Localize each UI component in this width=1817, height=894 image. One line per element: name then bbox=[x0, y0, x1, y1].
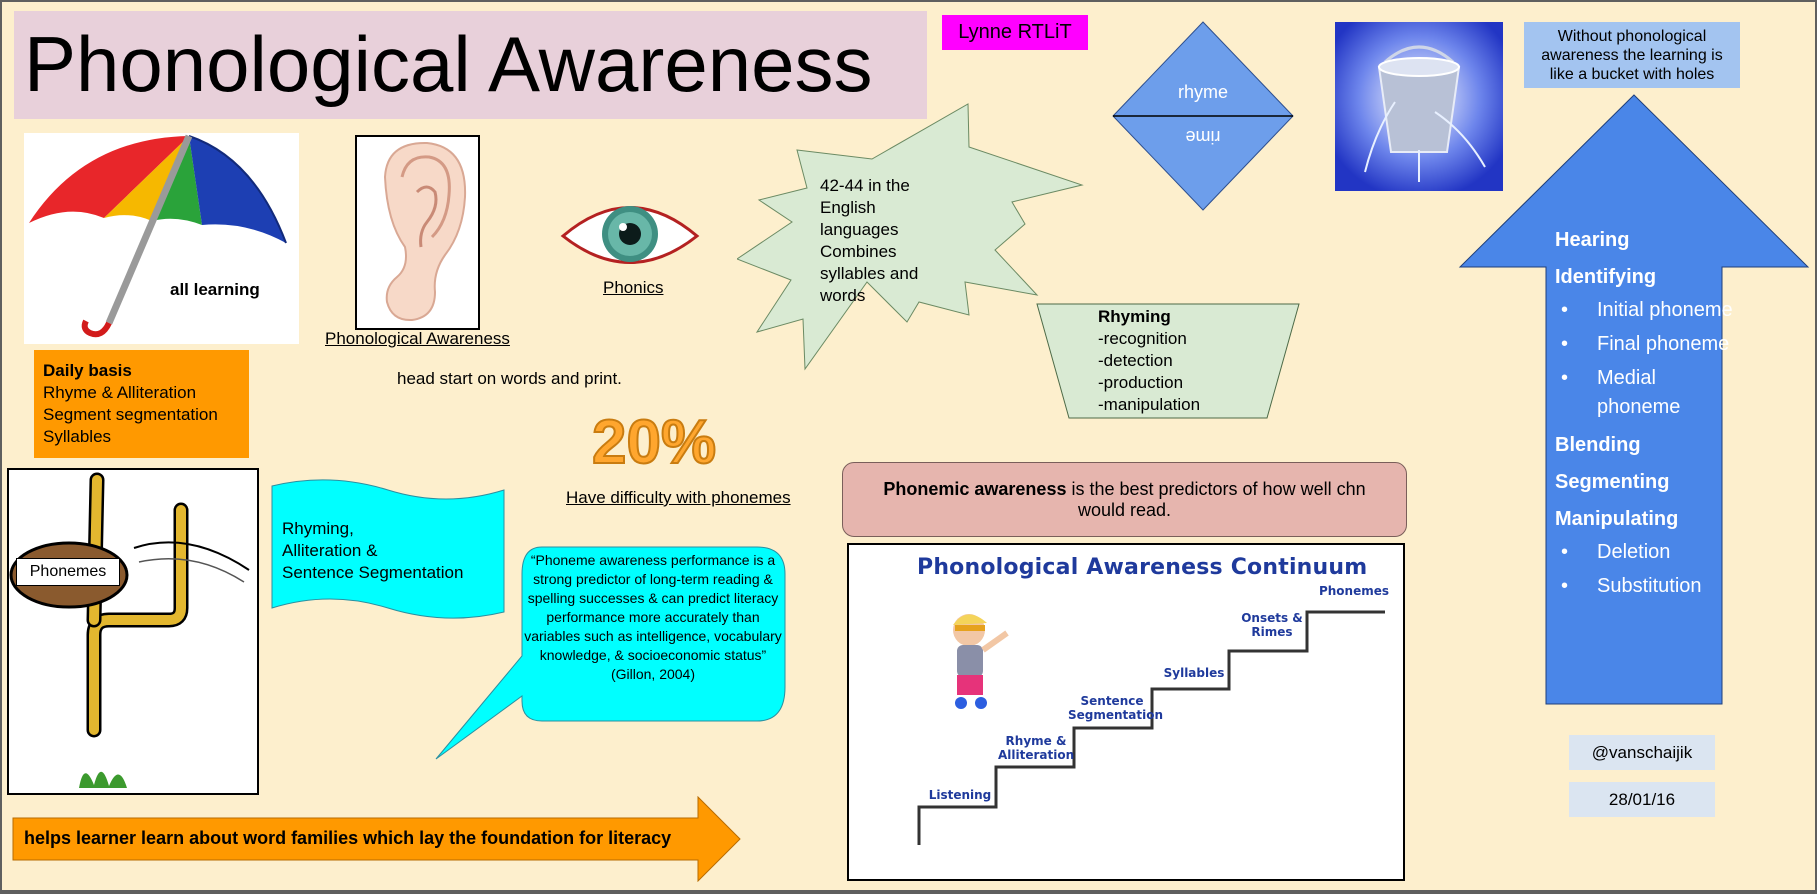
daily-basis-line: Rhyme & Alliteration bbox=[43, 383, 197, 402]
page-title: Phonological Awareness bbox=[24, 20, 873, 108]
star-line: words bbox=[820, 286, 866, 305]
rhyming-line: -detection bbox=[1098, 351, 1173, 370]
girl-figure-icon bbox=[953, 614, 1009, 709]
daily-basis-line: Segment segmentation bbox=[43, 405, 218, 424]
rhyming-trapezoid-shape bbox=[1036, 303, 1300, 419]
daily-basis-heading: Daily basis bbox=[43, 361, 132, 380]
wave-line: Alliteration & bbox=[282, 541, 378, 560]
list-item-label: Deletion bbox=[1597, 541, 1671, 563]
author-badge: Lynne RTLiT bbox=[942, 15, 1088, 50]
percentage-stat: 20% bbox=[591, 408, 717, 477]
list-item-label: Substitution bbox=[1597, 575, 1702, 597]
step-label-rhyme: Rhyme & Alliteration bbox=[998, 734, 1075, 762]
umbrella-icon bbox=[29, 134, 287, 338]
continuum-image bbox=[847, 543, 1405, 881]
bullet-icon: • bbox=[1561, 541, 1569, 563]
bucket-image bbox=[1335, 22, 1503, 191]
rhyme-top-text: rhyme bbox=[1177, 82, 1228, 102]
rhyming-line: -recognition bbox=[1098, 329, 1187, 348]
leaky-bucket-icon bbox=[1335, 22, 1503, 191]
star-line: English bbox=[820, 198, 876, 217]
rhyme-diamond-shape bbox=[1112, 21, 1294, 211]
ear-image bbox=[355, 135, 480, 330]
bottom-arrow-text: helps learner learn about word families … bbox=[24, 828, 672, 848]
skill-hearing: Hearing bbox=[1555, 229, 1630, 251]
staircase-icon bbox=[917, 610, 1385, 845]
author-handle: @vanschaijik bbox=[1569, 735, 1715, 770]
bucket-caption: Without phonological awareness the learn… bbox=[1524, 22, 1740, 88]
bullet-icon: • bbox=[1561, 575, 1569, 597]
ear-caption: Phonological Awareness bbox=[325, 329, 510, 348]
phonemes-label: Phonemes bbox=[16, 558, 120, 586]
daily-basis-box: Daily basis Rhyme & Alliteration Segment… bbox=[34, 350, 249, 458]
eye-caption: Phonics bbox=[603, 278, 664, 297]
rime-bottom-text: rime bbox=[1185, 127, 1221, 147]
rhyming-line: -manipulation bbox=[1098, 395, 1201, 414]
bullet-icon: • bbox=[1561, 333, 1569, 355]
list-item-label: Final phoneme bbox=[1597, 333, 1730, 355]
ear-icon bbox=[383, 141, 467, 322]
phonemic-bold-text: Phonemic awareness bbox=[883, 479, 1067, 499]
wave-line: Sentence Segmentation bbox=[282, 563, 464, 582]
rhyming-box-text: Rhyming -recognition -detection -product… bbox=[1098, 306, 1200, 416]
continuum-title: Phonological Awareness Continuum bbox=[917, 555, 1368, 580]
head-start-text: head start on words and print. bbox=[397, 369, 622, 388]
list-item-label: Medial phoneme bbox=[1597, 367, 1681, 418]
list-item: • Initial phoneme bbox=[1555, 296, 1735, 325]
star-line: languages bbox=[820, 220, 899, 239]
date-label: 28/01/16 bbox=[1569, 782, 1715, 817]
rhyming-heading: Rhyming bbox=[1098, 307, 1171, 326]
phonemic-rest-text: is the best predictors of how well chn w… bbox=[1066, 479, 1366, 520]
umbrella-label: all learning bbox=[170, 280, 260, 299]
gillon-quote: “Phoneme awareness performance is a stro… bbox=[524, 552, 782, 682]
star-burst-text: 42-44 in the English languages Combines … bbox=[820, 175, 918, 307]
step-label-listening: Listening bbox=[928, 788, 992, 802]
title-background bbox=[14, 11, 927, 119]
list-item: • Deletion bbox=[1555, 538, 1735, 567]
skill-blending: Blending bbox=[1555, 434, 1641, 456]
list-item-label: Initial phoneme bbox=[1597, 299, 1733, 321]
wave-banner-shape bbox=[271, 479, 505, 619]
eye-icon bbox=[560, 206, 700, 264]
step-label-phonemes: Phonemes bbox=[1318, 584, 1390, 598]
skill-manipulating: Manipulating bbox=[1555, 508, 1679, 530]
bullet-icon: • bbox=[1561, 367, 1569, 389]
up-arrow-shape bbox=[1458, 94, 1810, 705]
list-item: • Final phoneme bbox=[1555, 330, 1735, 359]
daily-basis-line: Syllables bbox=[43, 427, 112, 446]
step-label-onsets: Onsets & Rimes bbox=[1241, 611, 1303, 639]
phonemic-awareness-box: Phonemic awareness is the best predictor… bbox=[842, 462, 1407, 537]
goalpost-image bbox=[7, 468, 259, 795]
percentage-caption: Have difficulty with phonemes bbox=[566, 488, 791, 507]
list-item: • Substitution bbox=[1555, 572, 1735, 601]
wave-banner-text: Rhyming, Alliteration & Sentence Segment… bbox=[282, 518, 463, 584]
bullet-icon: • bbox=[1561, 299, 1569, 321]
skill-identifying: Identifying bbox=[1555, 266, 1657, 288]
umbrella-image bbox=[24, 133, 299, 344]
star-line: syllables and bbox=[820, 264, 919, 283]
step-label-sentence: Sentence Segmentation bbox=[1068, 694, 1164, 722]
skill-segmenting: Segmenting bbox=[1555, 471, 1670, 493]
rhyming-line: -production bbox=[1098, 373, 1184, 392]
star-burst-shape bbox=[737, 103, 1084, 371]
bottom-arrow-shape bbox=[12, 796, 741, 882]
list-item: • Medial phoneme bbox=[1555, 364, 1735, 422]
star-line: Combines bbox=[820, 242, 897, 261]
step-label-syllables: Syllables bbox=[1163, 666, 1225, 680]
goalpost-icon bbox=[9, 472, 250, 788]
star-line: 42-44 in the bbox=[820, 176, 910, 195]
speech-bubble-shape bbox=[435, 546, 786, 760]
wave-line: Rhyming, bbox=[282, 519, 354, 538]
phoneme-skills-list: Hearing Identifying • Initial phoneme • Fi… bbox=[1555, 222, 1735, 606]
